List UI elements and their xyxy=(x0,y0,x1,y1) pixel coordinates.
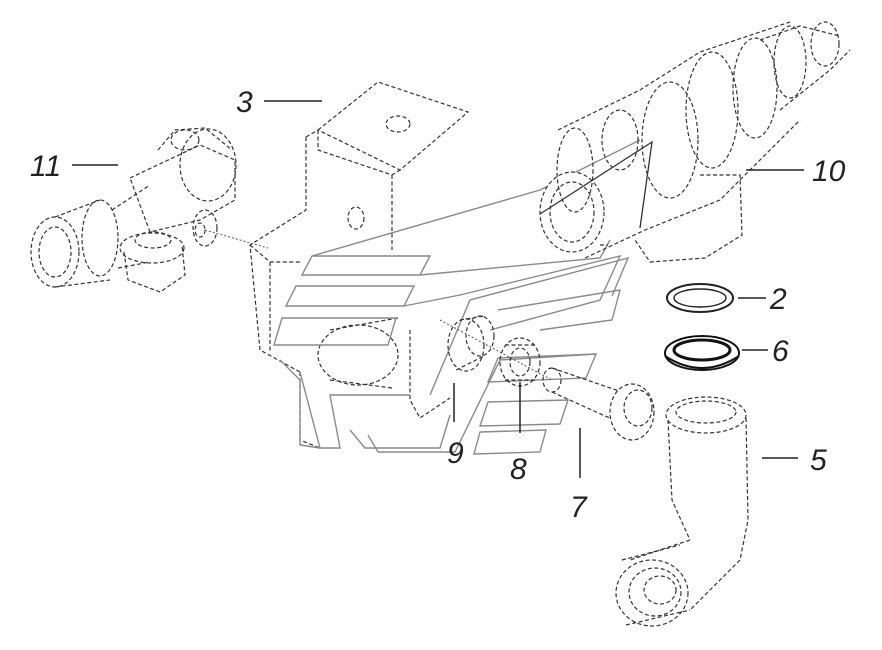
callout-3: 3 xyxy=(236,86,253,119)
callout-8: 8 xyxy=(510,453,527,486)
bolt-part-7 xyxy=(439,319,655,441)
connector-part-10 xyxy=(539,21,851,263)
callout-11: 11 xyxy=(30,150,61,183)
washer-part-2 xyxy=(666,283,734,313)
callout-6: 6 xyxy=(772,335,789,368)
washer-part-6 xyxy=(664,335,740,371)
bracket-part-3 xyxy=(249,81,470,449)
nut-part-8 xyxy=(499,337,541,387)
elbow-part-5 xyxy=(615,396,749,627)
callout-5: 5 xyxy=(810,444,827,477)
callout-7: 7 xyxy=(570,491,588,524)
sleeve-part-9 xyxy=(447,315,495,372)
tee-fitting-part-11 xyxy=(30,127,269,293)
stripe-pattern xyxy=(273,139,641,455)
callout-9: 9 xyxy=(447,437,464,470)
callout-2: 2 xyxy=(769,283,787,316)
leader-lines xyxy=(72,100,804,478)
callout-10: 10 xyxy=(812,155,846,188)
